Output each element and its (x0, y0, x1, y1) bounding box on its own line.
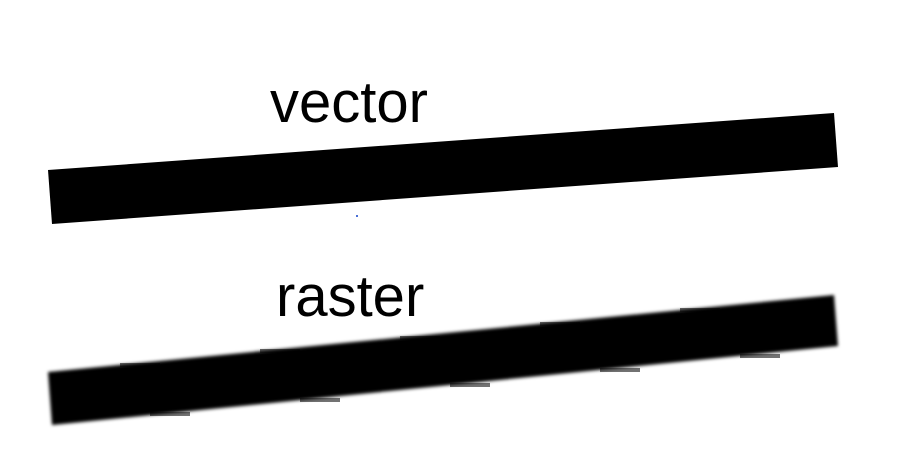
vector-label: vector (270, 70, 428, 135)
vector-bar (48, 113, 838, 224)
raster-label: raster (276, 264, 425, 329)
stray-dot (356, 215, 358, 217)
raster-bar-pixel-steps (120, 308, 780, 416)
raster-bar (48, 295, 838, 425)
